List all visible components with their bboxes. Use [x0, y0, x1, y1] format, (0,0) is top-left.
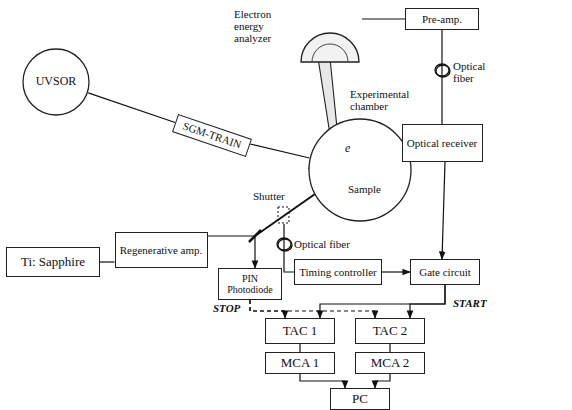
signal-line	[442, 162, 445, 259]
analyzer-box: MCA 2	[355, 352, 425, 374]
node-label: Gate circuit	[419, 266, 471, 278]
node-label: Electron energy analyzer	[234, 8, 292, 44]
signal-line	[208, 236, 256, 268]
signal-line	[362, 18, 405, 19]
signal-name: STOP	[212, 302, 241, 314]
shutter-symbol	[278, 207, 289, 223]
signal-line	[300, 374, 345, 388]
node-label: Pre-amp.	[422, 13, 462, 25]
signal-name: START	[452, 297, 488, 309]
chamber-circle: Experimental chamber	[308, 118, 412, 222]
node-label: MCA 2	[371, 356, 410, 370]
node-label: TAC 1	[283, 324, 318, 338]
signal-line	[441, 30, 442, 124]
signal-line	[100, 261, 115, 262]
shutter-label: Shutter	[252, 190, 286, 202]
node-label: TAC 2	[373, 324, 408, 338]
node-label: Regenerative amp.	[120, 244, 202, 256]
light-source-ring: UVSOR	[22, 48, 90, 116]
converter-box: TAC 2	[355, 318, 425, 344]
node-label: UVSOR	[36, 75, 77, 88]
signal-line	[88, 93, 175, 123]
converter-box: TAC 1	[265, 318, 335, 344]
fiber-label: Optical fiber	[452, 60, 498, 84]
node-label: SGM-TRAIN	[181, 119, 243, 150]
amplifier-box: Regenerative amp.	[115, 232, 208, 268]
node-label: PC	[352, 392, 368, 406]
laser-box: Ti: Sapphire	[6, 247, 100, 277]
electron-symbol: e	[344, 142, 351, 155]
signal-line	[250, 144, 309, 158]
fiber-label: Optical fiber	[293, 238, 351, 250]
node-label: Ti: Sapphire	[21, 255, 85, 269]
process-box: Optical receiver	[402, 124, 483, 162]
signal-line	[375, 374, 390, 388]
node-label: Optical receiver	[407, 137, 478, 149]
circle-outline	[308, 118, 412, 222]
signal-line	[389, 344, 390, 352]
signal-line	[382, 271, 410, 272]
process-box: Timing controller	[294, 259, 382, 285]
node-label: Experimental chamber	[350, 88, 426, 112]
process-box: Gate circuit	[410, 259, 480, 285]
analyzer-box: MCA 1	[265, 352, 335, 374]
beamline-box: SGM-TRAIN	[172, 113, 252, 156]
node-label: MCA 1	[281, 356, 320, 370]
sample-label: Sample	[347, 183, 382, 195]
dome-outline	[298, 6, 362, 68]
detector-box: PIN Photodiode	[218, 268, 282, 300]
node-label: Timing controller	[299, 266, 377, 278]
process-box: Pre-amp.	[405, 8, 479, 30]
dashed-signal-line	[250, 300, 375, 318]
node-label: PIN Photodiode	[219, 273, 281, 295]
analyzer-hemisphere: Electron energy analyzer	[298, 6, 362, 68]
dashed-signal-line	[250, 300, 285, 318]
signal-line	[320, 285, 445, 318]
signal-line	[410, 285, 445, 318]
computer-box: PC	[330, 388, 390, 410]
signal-line	[299, 344, 300, 352]
